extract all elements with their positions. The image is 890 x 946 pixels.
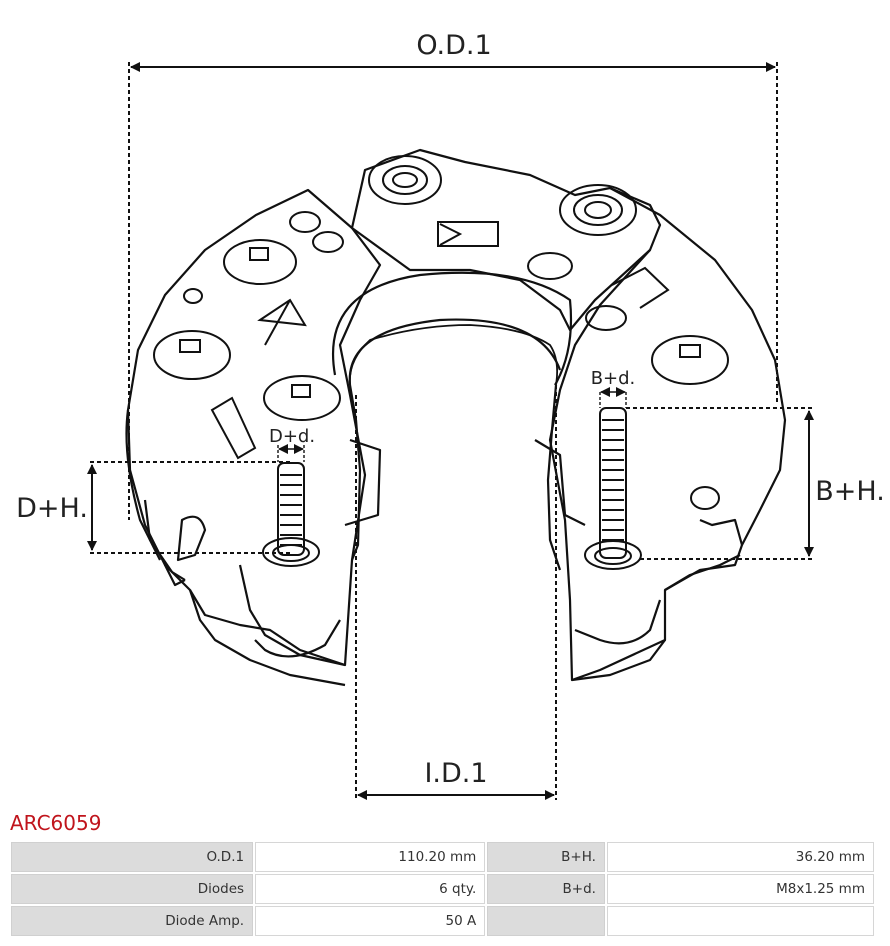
id-label: I.D.1 <box>424 758 487 789</box>
spec-value: M8x1.25 mm <box>606 874 874 904</box>
bh-label: B+H. <box>815 476 885 507</box>
left-bolt <box>262 462 320 567</box>
rectifier-body <box>125 148 787 687</box>
spec-label: Diodes <box>11 874 254 904</box>
spec-label: Diode Amp. <box>11 906 254 936</box>
terminal-ring-left <box>368 155 442 205</box>
spec-label <box>487 906 605 936</box>
spec-value: 50 A <box>255 906 486 936</box>
spec-label: B+d. <box>487 874 605 904</box>
table-row: Diode Amp. 50 A <box>11 906 874 936</box>
right-bolt <box>584 407 642 570</box>
terminal-ring-right <box>559 184 637 236</box>
spec-value: 6 qty. <box>255 874 486 904</box>
spec-value <box>606 906 874 936</box>
rectifier-diagram: O.D.1 I.D.1 D+H. D+d. B+H. B+d. <box>16 30 885 800</box>
spec-label: B+H. <box>487 842 605 872</box>
table-row: Diodes 6 qty. B+d. M8x1.25 mm <box>11 874 874 904</box>
dh-label: D+H. <box>16 493 88 524</box>
od-label: O.D.1 <box>416 30 491 61</box>
spec-value: 36.20 mm <box>606 842 874 872</box>
rectifier-features <box>153 155 729 570</box>
dimension-lines <box>87 62 814 800</box>
table-row: O.D.1 110.20 mm B+H. 36.20 mm <box>11 842 874 872</box>
spec-label: O.D.1 <box>11 842 254 872</box>
dd-label: D+d. <box>269 426 315 447</box>
part-number-title: ARC6059 <box>10 811 102 835</box>
spec-table: O.D.1 110.20 mm B+H. 36.20 mm Diodes 6 q… <box>9 840 876 938</box>
bd-label: B+d. <box>591 368 636 389</box>
spec-value: 110.20 mm <box>255 842 486 872</box>
